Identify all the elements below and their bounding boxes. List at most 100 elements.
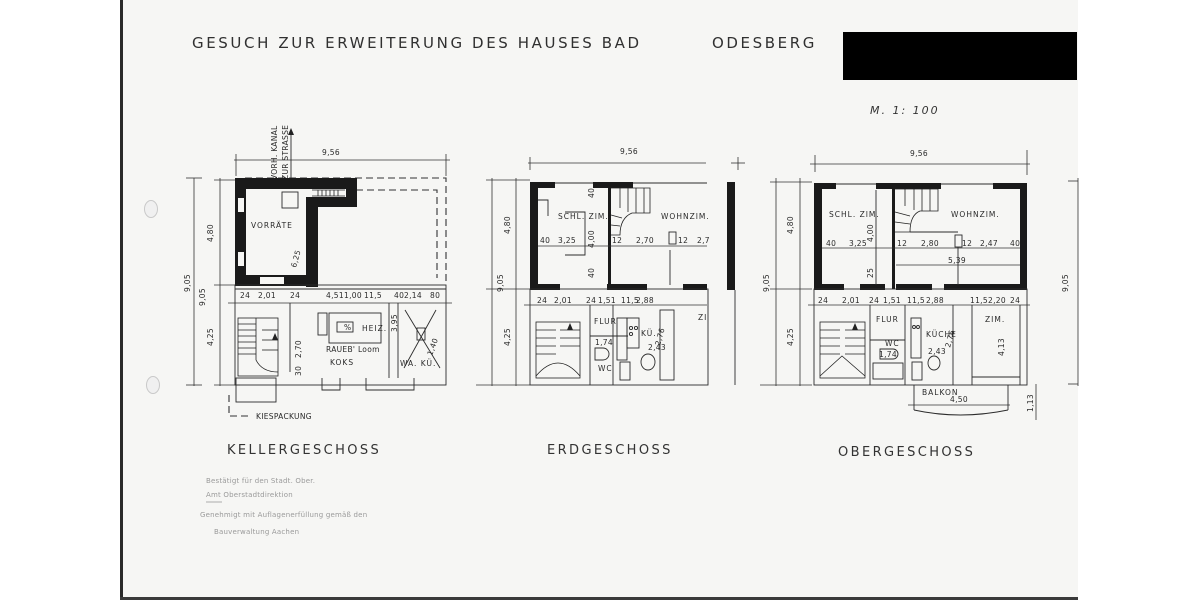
svg-text:80: 80 [430, 291, 440, 300]
svg-text:WC: WC [598, 364, 613, 373]
svg-text:Genehmigt mit Auflagenerfüllun: Genehmigt mit Auflagenerfüllung gemäß de… [200, 511, 367, 519]
svg-text:1,00: 1,00 [344, 291, 362, 300]
svg-text:4,25: 4,25 [786, 328, 795, 346]
svg-text:WOHNZIM.: WOHNZIM. [661, 212, 710, 221]
svg-text:4,25: 4,25 [503, 328, 512, 346]
svg-text:%: % [344, 323, 351, 332]
svg-text:Bestätigt für den Stadt. Ober.: Bestätigt für den Stadt. Ober. [206, 477, 315, 485]
scale-label: M. 1: 100 [870, 104, 940, 117]
svg-text:KOKS: KOKS [330, 358, 354, 367]
svg-text:11,5: 11,5 [621, 296, 639, 305]
floor-label-keller: KELLERGESCHOSS [227, 443, 381, 458]
svg-text:FLUR: FLUR [876, 315, 899, 324]
svg-text:3,25: 3,25 [849, 239, 867, 248]
svg-text:2,88: 2,88 [636, 296, 654, 305]
svg-text:24: 24 [869, 296, 879, 305]
svg-text:2,20: 2,20 [988, 296, 1006, 305]
floor-label-ober: OBERGESCHOSS [838, 445, 975, 460]
punch-hole-top [144, 200, 158, 218]
drawing-title-location: ODESBERG [712, 34, 817, 52]
drawing-title: GESUCH ZUR ERWEITERUNG DES HAUSES BAD [192, 34, 642, 52]
svg-text:ZI: ZI [698, 313, 707, 322]
left-edge-dimension: 9,05 [183, 177, 202, 386]
svg-text:2,70: 2,70 [636, 236, 654, 245]
svg-text:40: 40 [394, 291, 404, 300]
svg-text:9,56: 9,56 [910, 149, 928, 158]
svg-text:9,56: 9,56 [322, 148, 340, 157]
plan-obergeschoss: 4,80 4,25 9,05 9,56 9,05 [760, 149, 1079, 420]
svg-text:SCHL. ZIM.: SCHL. ZIM. [829, 210, 880, 219]
svg-text:4,25: 4,25 [206, 328, 215, 346]
svg-text:1,74: 1,74 [879, 350, 897, 359]
svg-text:1,51: 1,51 [883, 296, 901, 305]
svg-text:24: 24 [537, 296, 547, 305]
svg-text:VORH. KANAL: VORH. KANAL [270, 125, 279, 180]
svg-text:3,95: 3,95 [390, 314, 399, 332]
svg-text:ZUR STRASSE: ZUR STRASSE [281, 125, 290, 180]
svg-text:SCHL. ZIM.: SCHL. ZIM. [558, 212, 609, 221]
svg-text:40: 40 [826, 239, 836, 248]
svg-text:WOHNZIM.: WOHNZIM. [951, 210, 1000, 219]
outer-margin-left [0, 0, 120, 600]
svg-text:24: 24 [290, 291, 300, 300]
svg-text:24: 24 [818, 296, 828, 305]
svg-text:Amt Oberstadtdirektion: Amt Oberstadtdirektion [206, 491, 293, 499]
svg-text:25: 25 [866, 268, 875, 278]
svg-text:9,05: 9,05 [762, 274, 771, 292]
svg-text:2,70: 2,70 [294, 340, 303, 358]
svg-text:WC: WC [885, 339, 900, 348]
svg-text:40: 40 [587, 188, 596, 198]
svg-text:9,56: 9,56 [620, 147, 638, 156]
svg-text:11,5: 11,5 [907, 296, 925, 305]
sheet-left-edge [120, 0, 123, 600]
redaction-block [843, 32, 1077, 80]
svg-text:2,01: 2,01 [258, 291, 276, 300]
faded-approval-stamp: Bestätigt für den Stadt. Ober. Amt Obers… [200, 477, 367, 536]
svg-text:1,51: 1,51 [598, 296, 616, 305]
svg-text:KÜ.: KÜ. [641, 329, 657, 338]
svg-text:KIESPACKUNG: KIESPACKUNG [256, 412, 312, 421]
svg-text:4,80: 4,80 [503, 216, 512, 234]
svg-text:12: 12 [612, 236, 622, 245]
svg-text:11,5: 11,5 [364, 291, 382, 300]
svg-text:24: 24 [586, 296, 596, 305]
svg-text:5,39: 5,39 [948, 256, 966, 265]
svg-text:2,80: 2,80 [921, 239, 939, 248]
svg-text:Bauverwaltung Aachen: Bauverwaltung Aachen [214, 528, 299, 536]
floor-label-erd: ERDGESCHOSS [547, 443, 673, 458]
svg-text:4,80: 4,80 [786, 216, 795, 234]
svg-text:1,74: 1,74 [595, 338, 613, 347]
svg-text:WA. KÜ.: WA. KÜ. [400, 359, 436, 368]
punch-hole-bottom [146, 376, 160, 394]
svg-text:KÜCHE: KÜCHE [926, 330, 957, 339]
svg-text:BALKON: BALKON [922, 388, 958, 397]
svg-text:6,25: 6,25 [289, 249, 302, 269]
svg-text:4,50: 4,50 [950, 395, 968, 404]
svg-text:2,01: 2,01 [554, 296, 572, 305]
svg-text:3,25: 3,25 [558, 236, 576, 245]
svg-text:9,05: 9,05 [1061, 274, 1070, 292]
svg-text:12: 12 [962, 239, 972, 248]
svg-text:12: 12 [897, 239, 907, 248]
svg-text:9,05: 9,05 [198, 288, 207, 306]
svg-text:40: 40 [587, 268, 596, 278]
scanned-sheet [123, 0, 1078, 600]
svg-text:2,43: 2,43 [648, 343, 666, 352]
svg-text:4,80: 4,80 [206, 224, 215, 242]
svg-text:2,01: 2,01 [842, 296, 860, 305]
sheet-bottom-edge [120, 597, 1078, 600]
svg-text:30: 30 [294, 366, 303, 376]
svg-text:2,14: 2,14 [404, 291, 422, 300]
svg-text:1,40: 1,40 [425, 337, 440, 357]
svg-text:9,05: 9,05 [183, 274, 192, 292]
svg-text:VORRÄTE: VORRÄTE [251, 221, 293, 230]
svg-text:24: 24 [240, 291, 250, 300]
plan-kellergeschoss: 4,80 4,25 9,05 9,56 VORH. KANAL ZUR STRA… [198, 125, 452, 421]
svg-text:2,7: 2,7 [697, 236, 710, 245]
svg-text:1,13: 1,13 [1026, 394, 1035, 412]
svg-text:40: 40 [1010, 239, 1020, 248]
svg-text:12: 12 [678, 236, 688, 245]
svg-text:2,43: 2,43 [928, 347, 946, 356]
svg-text:4,51: 4,51 [326, 291, 344, 300]
